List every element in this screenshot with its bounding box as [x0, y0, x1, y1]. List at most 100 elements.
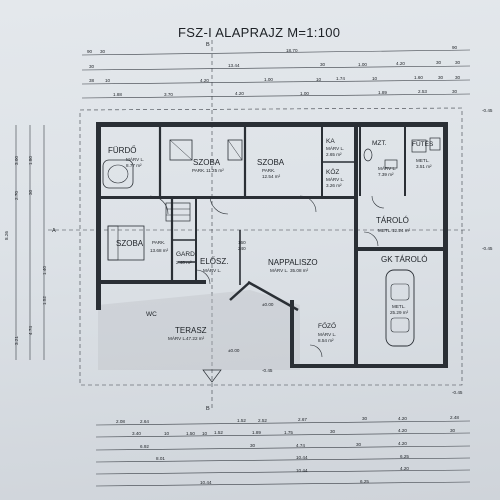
top-dim-2c: 30	[320, 62, 326, 67]
top-dim-3d: 1.00	[264, 77, 273, 82]
top-dim-2e: 4.20	[396, 61, 405, 66]
room-name-furdo: FÜRDŐ	[108, 146, 136, 155]
plan-title: FSZ-I ALAPRAJZ M=1:100	[178, 25, 340, 40]
door-swings	[149, 195, 385, 358]
shower-icon	[227, 139, 243, 161]
bottom-dim-3d: 30	[356, 442, 362, 447]
room-detail-ka: MÁRV L.	[326, 145, 344, 151]
top-dim-3g: 10	[372, 76, 378, 81]
top-dim-3b: 10	[105, 78, 111, 83]
room-area-koz: 3.26 m²	[326, 183, 342, 188]
top-dim-4c: 4.20	[235, 91, 244, 96]
level-mark-3: -0.45	[262, 368, 273, 373]
room-name-nappali: NAPPALISZO	[268, 258, 318, 267]
left-dim-d: 30	[28, 189, 33, 195]
top-dim-3j: 30	[455, 75, 461, 80]
left-dim-g: 3.21	[14, 336, 19, 345]
bottom-dim-2f: 1.89	[252, 430, 261, 435]
top-dim-1c: 18.70	[286, 48, 298, 53]
bottom-dim-5b: 4.20	[400, 466, 409, 471]
room-detail-szoba2: PARK.	[262, 168, 275, 173]
roof-outline	[79, 107, 463, 386]
toilet-icon	[363, 148, 373, 162]
top-dimension-chains: 90 30 18.70 90 30 13.44 30 1.00 4.20 30 …	[81, 45, 471, 99]
top-dim-2g: 30	[455, 60, 461, 65]
room-name-mzt: MZT.	[372, 140, 387, 147]
top-dim-4b: 3.70	[164, 92, 173, 97]
left-dim-f: 1.52	[42, 296, 47, 305]
bottom-dim-2a: 3.40	[132, 431, 141, 436]
top-dim-3f: 1.74	[336, 76, 345, 81]
corner-level-3: -0.45	[482, 246, 493, 251]
left-dim-a: 3.00	[14, 156, 19, 165]
bottom-dim-3a: 6.92	[140, 444, 149, 449]
terrace-paving	[98, 290, 300, 370]
top-dim-4d: 1.00	[300, 91, 309, 96]
bottom-dim-3c: 4.74	[296, 443, 305, 448]
corner-level-1: -0.45	[482, 108, 493, 113]
room-name-wc: WC	[146, 311, 157, 318]
top-dim-3h: 1.60	[414, 75, 423, 80]
bottom-dim-2b: 10	[164, 431, 170, 436]
bottom-dim-5a: 10.44	[296, 468, 308, 473]
bottom-dim-2i: 4.20	[398, 428, 407, 433]
interior-walls	[158, 127, 406, 312]
room-detail-fozo: MÁRV L.	[318, 331, 336, 337]
room-area-mzt: 7.39 m²	[378, 172, 394, 177]
room-area-nappali: 35.08 m²	[290, 268, 309, 273]
bottom-dim-1g: 4.20	[398, 416, 407, 421]
top-dim-1a: 90	[87, 49, 93, 54]
level-mark-1: ±0.00	[262, 302, 274, 307]
room-name-gk: GK TÁROLÓ	[381, 255, 428, 264]
room-detail-taroló: METL.	[378, 228, 392, 233]
opening-label-a: 160	[238, 240, 246, 245]
top-dim-4a: 1.88	[113, 92, 122, 97]
bathtub-icon	[102, 159, 134, 189]
left-dim-b: 2.70	[14, 191, 19, 200]
room-detail-koz: MÁRV L.	[326, 176, 344, 182]
bottom-dimension-chains: 2.08 2.64 1.52 2.52 2.67 30 4.20 2.48 3.…	[95, 415, 471, 487]
opening-label-b: 240	[238, 246, 246, 251]
level-mark-2: ±0.00	[228, 348, 240, 353]
room-area-szoba3: 13.68 m²	[150, 248, 169, 253]
room-detail-futes: METL.	[416, 158, 430, 163]
left-dim-e: 1.40	[42, 266, 47, 275]
room-detail-szoba1: PARK.	[192, 168, 205, 173]
left-dim-h: 4.74	[28, 326, 33, 335]
bottom-dim-2e: 1.52	[214, 430, 223, 435]
bottom-dim-1e: 2.67	[298, 417, 307, 422]
room-area-gk: 25.29 m²	[390, 310, 409, 315]
top-dim-3c: 4.20	[200, 78, 209, 83]
bottom-dim-2h: 30	[330, 429, 336, 434]
bottom-dim-2d: 10	[202, 431, 208, 436]
top-dim-3i: 30	[438, 75, 444, 80]
bottom-dim-1h: 2.48	[450, 415, 459, 420]
bottom-dim-6a: 10.44	[200, 480, 212, 485]
section-mark-left: A	[52, 228, 56, 234]
bed-icon	[107, 225, 145, 261]
car-icon	[385, 269, 415, 347]
bottom-dim-4a: 8.01	[156, 456, 165, 461]
top-dim-4f: 2.53	[418, 89, 427, 94]
room-name-eloszo: ELŐSZ.	[200, 257, 228, 266]
room-detail-furdo: MÁRV L.	[126, 156, 144, 162]
room-detail-terasz: MÁRV L.	[168, 335, 186, 341]
top-dim-2b: 13.44	[228, 63, 240, 68]
room-area-szoba1: 11.25 m²	[206, 168, 224, 173]
room-detail-gk: METL.	[392, 304, 406, 309]
bottom-dim-3e: 4.20	[398, 441, 407, 446]
room-name-futes: FŰTÉS	[412, 139, 434, 148]
room-name-fozo: FŐZŐ	[318, 321, 336, 330]
room-area-szoba2: 12.54 m²	[262, 174, 281, 179]
left-dim-i: 8.26	[4, 231, 9, 240]
room-area-ka: 2.65 m²	[326, 152, 342, 157]
top-dim-1b: 30	[100, 49, 106, 54]
bottom-dim-1c: 1.52	[237, 418, 246, 423]
bottom-dim-1d: 2.52	[258, 418, 267, 423]
top-dim-4g: 30	[452, 89, 458, 94]
bottom-dim-1b: 2.64	[140, 419, 149, 424]
room-labels: FÜRDŐ MÁRV L. 8.77 m² SZOBA PARK. 11.25 …	[108, 138, 434, 343]
room-name-szoba2: SZOBA	[257, 158, 285, 167]
top-dim-2d: 1.00	[358, 62, 367, 67]
